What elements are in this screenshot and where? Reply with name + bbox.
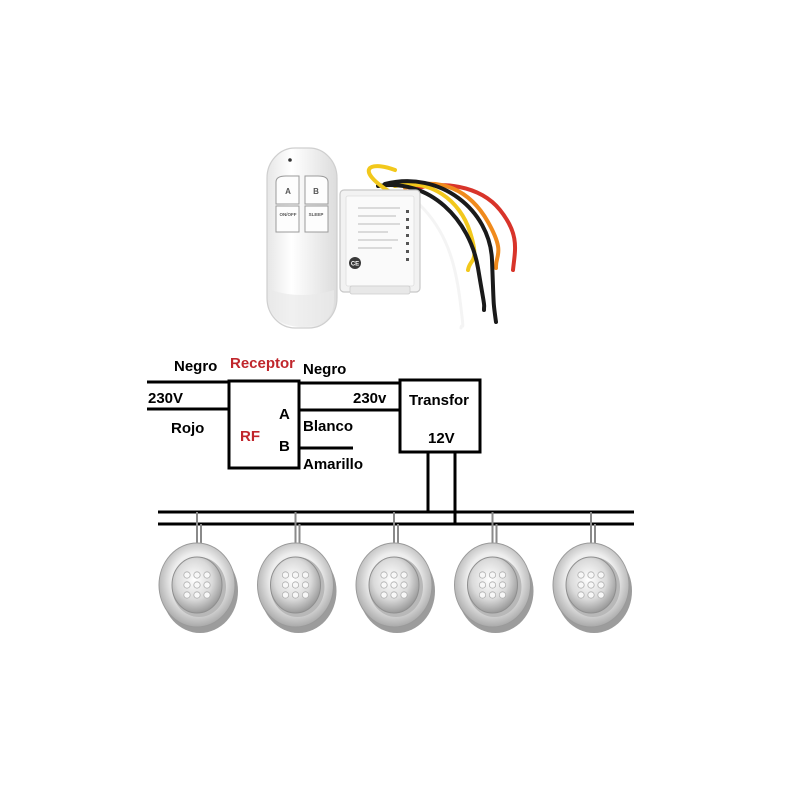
remote-control: A B ON/OFF SLEEP	[266, 147, 338, 329]
svg-text:A: A	[285, 187, 291, 196]
input-black-label: Negro	[174, 358, 217, 375]
receiver-box	[227, 379, 301, 470]
pool-lights	[158, 512, 632, 633]
input-lines	[147, 380, 229, 411]
pool-light	[257, 512, 337, 633]
remote-button-b: B	[304, 175, 329, 205]
remote-button-sleep: SLEEP	[304, 205, 329, 233]
remote-button-onoff: ON/OFF	[275, 205, 300, 233]
transformer-voltage-label: 12V	[428, 430, 455, 447]
transformer-label: Transfor	[409, 392, 469, 409]
bus-lines	[158, 510, 634, 526]
receiver-title: Receptor	[230, 355, 295, 372]
output-white-label: Blanco	[303, 418, 353, 435]
svg-text:ON/OFF: ON/OFF	[280, 212, 297, 217]
output-yellow-label: Amarillo	[303, 456, 363, 473]
input-voltage-label: 230V	[148, 390, 183, 407]
pool-light	[355, 512, 435, 633]
module-badge-text: CE	[351, 262, 359, 268]
channel-b-label: B	[279, 438, 290, 455]
receiver-module-photo: CE	[339, 164, 517, 330]
module-wires	[366, 164, 517, 330]
ce-badge-icon	[349, 257, 361, 269]
output-voltage-label: 230v	[353, 390, 387, 407]
transformer-box	[398, 378, 482, 454]
svg-text:SLEEP: SLEEP	[309, 212, 324, 217]
pool-light	[454, 512, 534, 633]
pool-light	[158, 512, 238, 633]
pool-light	[552, 512, 632, 633]
output-lines	[299, 381, 400, 450]
svg-text:B: B	[313, 187, 319, 196]
remote-button-a: A	[275, 175, 300, 205]
input-red-label: Rojo	[171, 420, 204, 437]
receiver-rf-label: RF	[240, 428, 260, 445]
output-black-label: Negro	[303, 361, 346, 378]
module-text-lines	[358, 207, 400, 249]
channel-a-label: A	[279, 406, 290, 423]
